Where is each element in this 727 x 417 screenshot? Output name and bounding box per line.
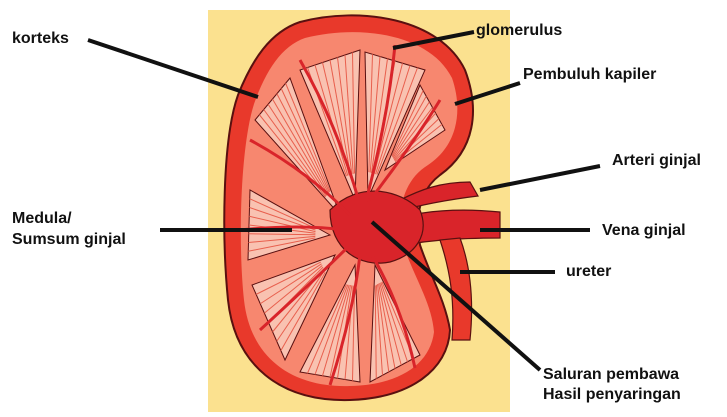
label-arteri-ginjal: Arteri ginjal xyxy=(612,150,701,171)
label-vena-ginjal: Vena ginjal xyxy=(602,220,686,241)
label-pembuluh-kapiler: Pembuluh kapiler xyxy=(523,64,656,85)
label-ureter: ureter xyxy=(566,261,611,282)
label-korteks: korteks xyxy=(12,28,69,49)
label-saluran-line1: Saluran pembawa xyxy=(543,364,679,385)
label-glomerulus: glomerulus xyxy=(476,20,562,41)
label-medula-line2: Sumsum ginjal xyxy=(12,229,126,250)
label-medula-line1: Medula/ xyxy=(12,208,72,229)
label-saluran-line2: Hasil penyaringan xyxy=(543,384,681,405)
